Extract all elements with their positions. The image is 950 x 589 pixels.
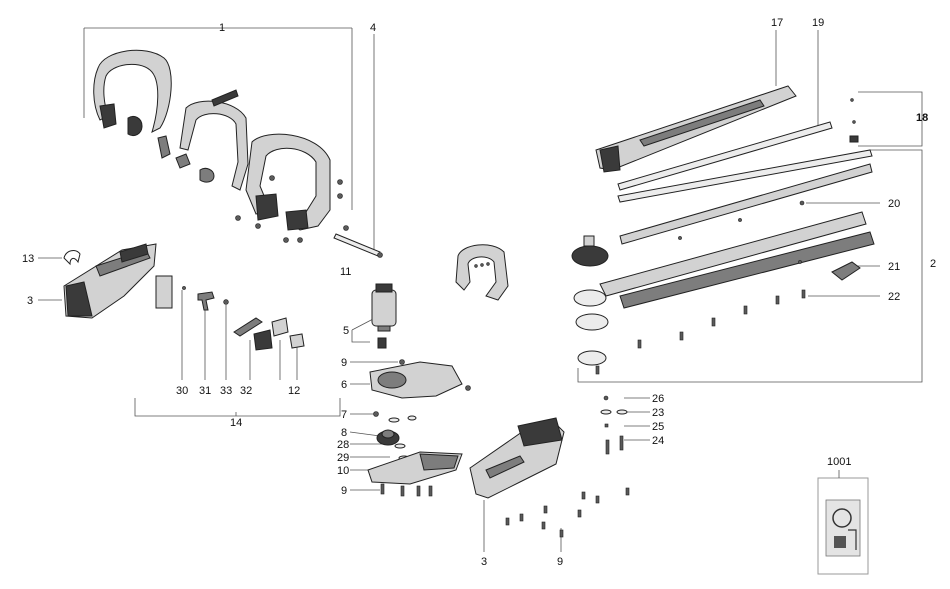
label-4: 4 (370, 22, 376, 34)
label-24: 24 (652, 435, 664, 447)
label-22: 22 (888, 291, 900, 303)
leader-lines (38, 27, 923, 552)
inset-1001 (817, 470, 869, 575)
motor-gear-parts (367, 283, 471, 497)
label-9-lower: 9 (341, 485, 347, 497)
label-1001: 1001 (827, 456, 851, 468)
label-3-bottom: 3 (481, 556, 487, 568)
switch-parts (155, 275, 305, 351)
label-2: 2 (930, 258, 936, 270)
label-11: 11 (340, 266, 351, 278)
rod (333, 233, 383, 258)
right-housing (469, 417, 630, 538)
callout-labels: 1 4 17 19 18 2 13 3 11 5 9 6 7 8 28 29 1… (22, 17, 936, 568)
label-8: 8 (341, 427, 347, 439)
front-handle (455, 244, 509, 301)
label-9-upper: 9 (341, 357, 347, 369)
label-30: 30 (176, 385, 188, 397)
label-9-bottom: 9 (557, 556, 563, 568)
label-13: 13 (22, 253, 34, 265)
label-17: 17 (771, 17, 783, 29)
label-31: 31 (199, 385, 211, 397)
label-29: 29 (337, 452, 349, 464)
label-20: 20 (888, 198, 900, 210)
label-25: 25 (652, 421, 664, 433)
small-hardware (600, 395, 628, 455)
label-7: 7 (341, 409, 347, 421)
label-10: 10 (337, 465, 349, 477)
left-housing (63, 243, 157, 319)
handle-assembly (93, 49, 349, 243)
label-14: 14 (230, 417, 242, 429)
label-33: 33 (220, 385, 232, 397)
label-21: 21 (888, 261, 900, 273)
label-32: 32 (240, 385, 252, 397)
label-19: 19 (812, 17, 824, 29)
label-28: 28 (337, 439, 349, 451)
label-12: 12 (288, 385, 300, 397)
blade-assembly (571, 163, 875, 375)
label-18: 18 (916, 112, 928, 124)
label-26: 26 (652, 393, 664, 405)
label-23: 23 (652, 407, 664, 419)
label-3-left: 3 (27, 295, 33, 307)
label-6: 6 (341, 379, 347, 391)
blade-guard-and-rails (595, 85, 873, 203)
label-1: 1 (219, 22, 225, 34)
label-5: 5 (343, 325, 349, 337)
